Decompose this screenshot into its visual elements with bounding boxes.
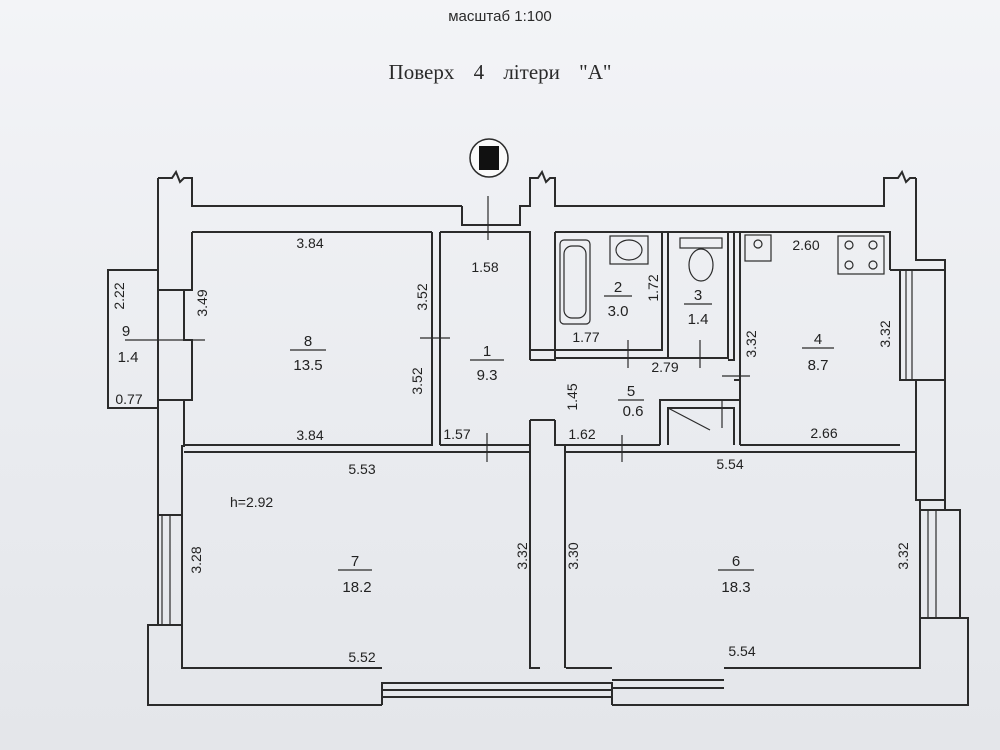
- toilet-icon: [679, 237, 723, 282]
- dim-label: 1.57: [443, 426, 470, 442]
- dim-label: 3.49: [194, 289, 210, 316]
- dim-label: 5.54: [716, 456, 743, 472]
- room-4-area: 8.7: [808, 357, 829, 374]
- dim-label: 5.52: [348, 649, 375, 665]
- door-markers: [125, 196, 750, 462]
- dim-label: 1.62: [568, 426, 595, 442]
- dim-label: 3.32: [877, 320, 893, 347]
- room-8-area: 13.5: [293, 357, 322, 374]
- dim-label: 2.22: [111, 282, 127, 309]
- room-3-number: 3: [694, 287, 702, 304]
- room-6-area: 18.3: [721, 579, 750, 596]
- room-2-area: 3.0: [608, 303, 629, 320]
- dim-label: 2.66: [810, 425, 837, 441]
- room-9-number: 9: [122, 323, 130, 340]
- dim-label: 3.84: [296, 427, 323, 443]
- outer-walls: [107, 169, 969, 706]
- dim-label: 1.58: [471, 259, 498, 275]
- dim-label: 3.84: [296, 235, 323, 251]
- dim-label: 1.77: [572, 329, 599, 345]
- dim-label: 0.77: [115, 391, 142, 407]
- entrance-marker-icon: [469, 138, 509, 178]
- room-9-area: 1.4: [118, 349, 139, 366]
- room-2-number: 2: [614, 279, 622, 296]
- dim-label: 2.79: [651, 359, 678, 375]
- balcony-outline: [107, 269, 159, 409]
- room-1-area: 9.3: [477, 367, 498, 384]
- dim-label: 3.28: [188, 546, 204, 573]
- room-7-area: 18.2: [342, 579, 371, 596]
- dim-label: 5.53: [348, 461, 375, 477]
- room-4-number: 4: [814, 331, 822, 348]
- room-3-area: 1.4: [688, 311, 709, 328]
- dim-label: 3.32: [895, 542, 911, 569]
- room-1-number: 1: [483, 343, 491, 360]
- dimension-labels: 3.84 1.58 2.60 2.22 3.49 3.52 1.72 3.32 …: [111, 235, 911, 665]
- floor-title: Поверх 4 літери "А": [388, 60, 612, 84]
- kitchen-sink-icon: [744, 234, 772, 262]
- stove-icon: [837, 235, 885, 275]
- dim-label: 1.45: [564, 383, 580, 410]
- room-labels: 9 1.4 8 13.5 1 9.3 2 3.0 3 1.4 4 8.7 5 0…: [118, 279, 834, 596]
- dim-label: 2.60: [792, 237, 819, 253]
- ceiling-height-note: h=2.92: [230, 494, 273, 510]
- room-7-number: 7: [351, 553, 359, 570]
- room-5-number: 5: [627, 383, 635, 400]
- scale-label: масштаб 1:100: [448, 8, 552, 25]
- room-6-number: 6: [732, 553, 740, 570]
- bathtub-icon: [559, 239, 591, 325]
- dim-label: 3.32: [743, 330, 759, 357]
- dim-label: 3.52: [414, 283, 430, 310]
- dim-label: 1.72: [645, 274, 661, 301]
- sink-icon: [609, 235, 649, 265]
- dim-label: 3.52: [409, 367, 425, 394]
- dim-label: 3.32: [514, 542, 530, 569]
- interior-walls: [184, 232, 916, 669]
- room-5-area: 0.6: [623, 403, 644, 420]
- dim-label: 3.30: [565, 542, 581, 569]
- dim-label: 5.54: [728, 643, 755, 659]
- room-8-number: 8: [304, 333, 312, 350]
